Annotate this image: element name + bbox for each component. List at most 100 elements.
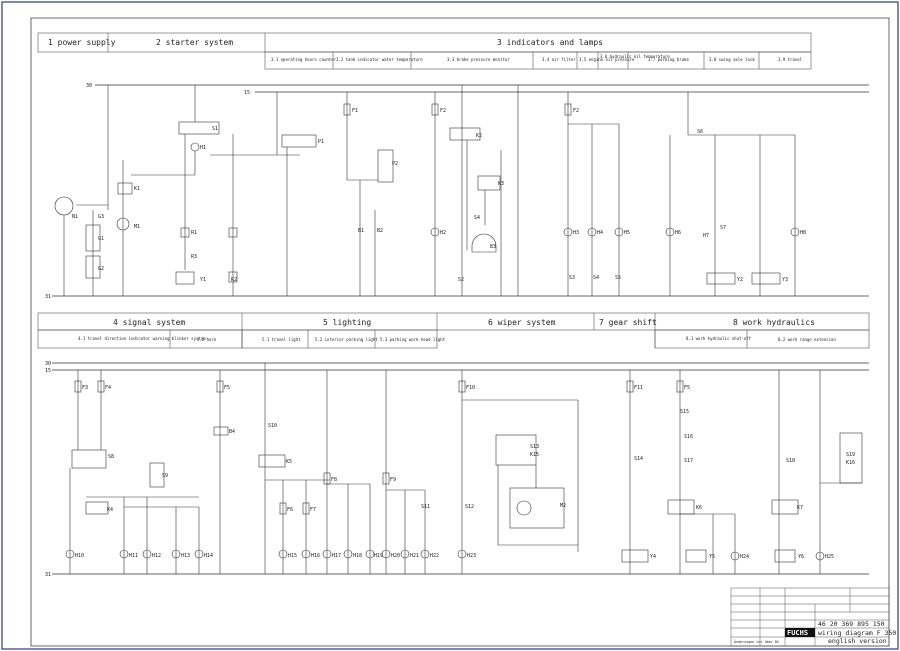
component-label: K1 xyxy=(134,186,140,192)
bottom-section-header xyxy=(37,312,870,349)
component-label: S15 xyxy=(680,409,689,415)
component-label: F5 xyxy=(684,385,690,391)
subsection-label: 3.5 engine oil pressure xyxy=(579,57,635,62)
drawing-subtitle: english version xyxy=(828,637,887,645)
component-label: S5 xyxy=(615,275,621,281)
section-label: 7 gear shift xyxy=(599,318,657,327)
component-label: S6 xyxy=(697,129,703,135)
component-label: Y4 xyxy=(650,554,656,560)
subsection-label: 3.8 swing axle lock xyxy=(709,57,755,62)
component-label: K3 xyxy=(498,181,504,187)
component-label: K5 xyxy=(286,459,292,465)
inner-frame xyxy=(30,17,890,647)
component-label: S9 xyxy=(162,473,168,479)
component-label: F4 xyxy=(105,385,111,391)
component-label: G2 xyxy=(98,266,104,272)
brand-logo-box xyxy=(785,628,815,637)
component-label: F2 xyxy=(440,108,446,114)
component-label: H7 xyxy=(703,233,709,239)
component-label: H23 xyxy=(467,553,476,559)
component-label: K16 xyxy=(846,460,855,466)
component-label: F8 xyxy=(331,477,337,483)
component-label: K15 xyxy=(530,452,539,458)
component-label: S3 xyxy=(569,275,575,281)
section-label: 2 starter system xyxy=(156,38,233,47)
component-label: H15 xyxy=(288,553,297,559)
section-label: 3 indicators and lamps xyxy=(497,38,603,47)
component-label: H24 xyxy=(740,554,749,560)
component-label: H10 xyxy=(75,553,84,559)
component-label: S14 xyxy=(634,456,643,462)
component-label: Y2 xyxy=(737,277,743,283)
component-label: S1 xyxy=(212,126,218,132)
component-label: H2 xyxy=(440,230,446,236)
subsection-label: 4.1 travel direction indicator warning b… xyxy=(78,336,206,341)
component-label: P1 xyxy=(318,139,324,145)
component-label: S4 xyxy=(474,215,480,221)
component-label: K7 xyxy=(797,505,803,511)
component-label: F11 xyxy=(634,385,643,391)
component-label: H12 xyxy=(152,553,161,559)
top-section-header xyxy=(37,32,812,70)
component-label: H13 xyxy=(181,553,190,559)
subsection-label: 8.1 work hydraulic shut-off xyxy=(686,336,752,341)
component-label: F3 xyxy=(82,385,88,391)
component-label: B4 xyxy=(229,429,235,435)
component-label: Y5 xyxy=(709,554,715,560)
component-label: H1 xyxy=(200,145,206,151)
component-label: S12 xyxy=(465,504,474,510)
component-label: H25 xyxy=(825,554,834,560)
component-label: M1 xyxy=(134,224,140,230)
component-label: K2 xyxy=(476,133,482,139)
component-label: S7 xyxy=(720,225,726,231)
component-label: H8 xyxy=(800,230,806,236)
section-label: 6 wiper system xyxy=(488,318,556,327)
subsection-label: 5.2 interior parking light xyxy=(315,337,378,342)
section-label: 1 power supply xyxy=(48,38,116,47)
component-label: K4 xyxy=(107,507,113,513)
subsection-label: 5.3 parking work head light xyxy=(380,337,446,342)
rail-label-30: 30 xyxy=(45,361,51,367)
section-label: 5 lighting xyxy=(323,318,371,327)
subsection-label: 3.1 operating hours counter xyxy=(271,57,337,62)
rail-label-15: 15 xyxy=(45,368,51,374)
component-label: S13 xyxy=(530,444,539,450)
component-label: H17 xyxy=(332,553,341,559)
component-label: H14 xyxy=(204,553,213,559)
component-label: S11 xyxy=(421,504,430,510)
component-label: H6 xyxy=(675,230,681,236)
component-label: P2 xyxy=(392,161,398,167)
revision-note: Änderungen nur über DX xyxy=(734,639,780,644)
component-label: F6 xyxy=(287,507,293,513)
top-circuits xyxy=(54,85,800,296)
component-label: G3 xyxy=(98,214,104,220)
component-label: R3 xyxy=(191,254,197,260)
subsection-label: 3.7 parking brake xyxy=(648,57,690,62)
component-label: Y6 xyxy=(798,554,804,560)
component-label: H5 xyxy=(624,230,630,236)
component-label: S10 xyxy=(268,423,277,429)
component-label: S4 xyxy=(593,275,599,281)
rail-label-15: 15 xyxy=(244,90,250,96)
component-label: S19 xyxy=(846,452,855,458)
section-label: 8 work hydraulics xyxy=(733,318,815,327)
component-label: S8 xyxy=(108,454,114,460)
rail-label-30: 30 xyxy=(86,83,92,89)
rail-label-31: 31 xyxy=(45,572,51,578)
component-label: S2 xyxy=(458,277,464,283)
component-label: Y3 xyxy=(782,277,788,283)
bottom-rails xyxy=(52,362,869,575)
component-label: B1 xyxy=(358,228,364,234)
bottom-component-labels: F3 F4 F5 F10 F11 F5 S8 S9 K4 B4 S10 K5 F… xyxy=(75,385,855,560)
brand-logo: FUCHS xyxy=(787,629,808,637)
subsection-label: 8.2 work range extension xyxy=(778,337,836,342)
component-label: F7 xyxy=(310,507,316,513)
component-label: M2 xyxy=(560,503,566,509)
component-label: H21 xyxy=(410,553,419,559)
component-label: N1 xyxy=(72,214,78,220)
subsection-label: 3.4 air filter xyxy=(542,57,576,62)
component-label: F2 xyxy=(573,108,579,114)
component-label: H20 xyxy=(391,553,400,559)
